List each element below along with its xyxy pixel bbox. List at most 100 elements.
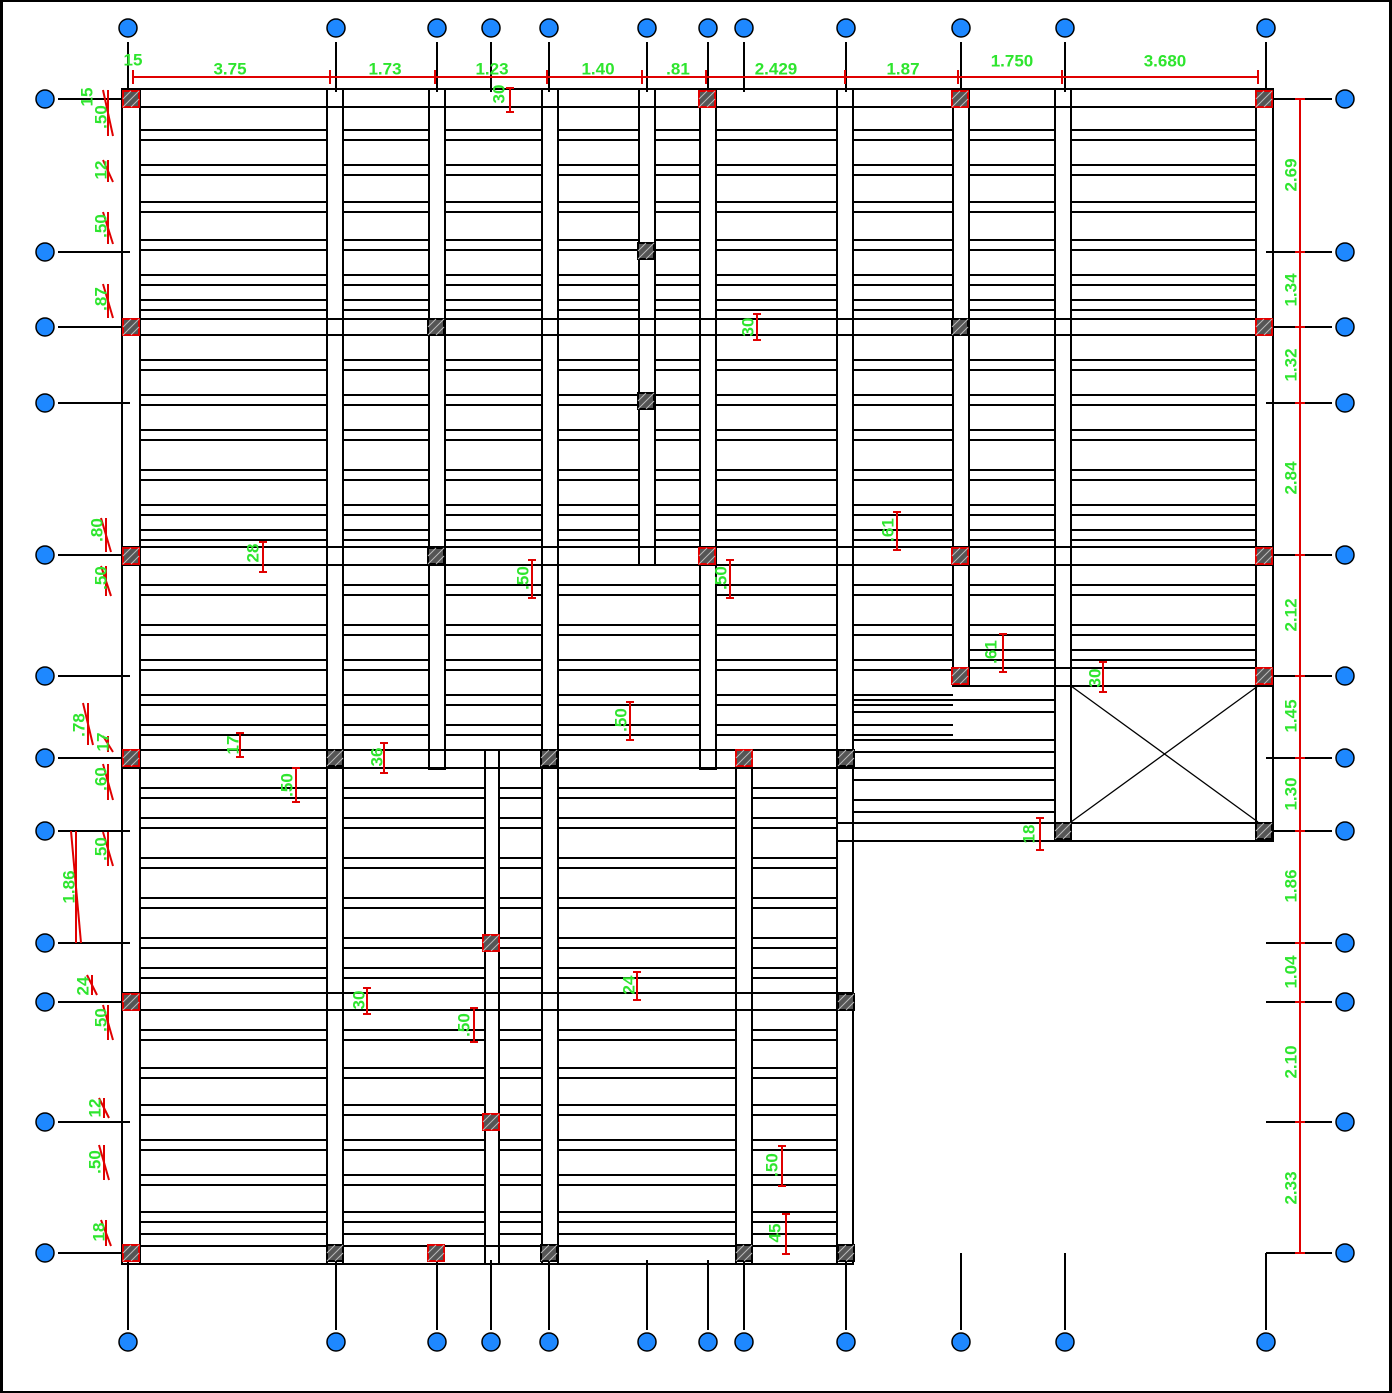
- dimension-label: 2.69: [1281, 158, 1300, 191]
- column: [122, 547, 140, 565]
- dimension-label: 24: [619, 975, 638, 994]
- grid-bubble: [951, 18, 971, 38]
- column: [637, 242, 655, 260]
- grid-bubble-circle: [951, 18, 971, 38]
- grid-bubble-circle: [698, 1332, 718, 1352]
- grid-bubble-circle: [326, 18, 346, 38]
- grid-bubble: [734, 18, 754, 38]
- dimension-label: 1.23: [475, 59, 508, 78]
- grid-bubble-circle: [836, 18, 856, 38]
- dimension-label: .50: [85, 1150, 104, 1174]
- grid-bubble-circle: [427, 1332, 447, 1352]
- column-hatch: [698, 90, 716, 108]
- dimension-label: .50: [91, 1008, 110, 1032]
- dimension-label: 2.429: [755, 59, 798, 78]
- columns: [122, 90, 1273, 1262]
- dimension-label: 1.86: [59, 870, 78, 903]
- dimension-label: .50: [611, 708, 630, 732]
- column-hatch: [1255, 667, 1273, 685]
- column-hatch: [951, 318, 969, 336]
- dimension-label: 28: [243, 544, 262, 563]
- grid-bubble-circle: [637, 18, 657, 38]
- dimension-label: 30: [1085, 669, 1104, 688]
- grid-bubble: [951, 1332, 971, 1352]
- column-hatch: [837, 1244, 855, 1262]
- column: [837, 993, 855, 1011]
- grid-bubble: [1335, 1112, 1355, 1132]
- beam-vertical-3: [541, 88, 559, 1265]
- dimension-label: 18: [1019, 825, 1038, 844]
- grid-bubble-circle: [1335, 242, 1355, 262]
- column-hatch: [326, 1244, 344, 1262]
- column: [1054, 822, 1072, 840]
- dimension-label: 1.73: [368, 59, 401, 78]
- column-hatch: [637, 242, 655, 260]
- grid-bubble: [539, 18, 559, 38]
- grid-bubble-circle: [1256, 1332, 1276, 1352]
- grid-bubble-circle: [1055, 1332, 1075, 1352]
- dimension-label: .50: [454, 1013, 473, 1037]
- grid-bubble: [1335, 748, 1355, 768]
- column-hatch: [637, 392, 655, 410]
- dimension-label: .87: [91, 287, 110, 311]
- dimension-label: 12: [91, 161, 110, 180]
- column: [122, 993, 140, 1011]
- column-hatch: [122, 90, 140, 108]
- dimension-tick: [100, 565, 112, 597]
- column-hatch: [951, 547, 969, 565]
- sheet-background: [3, 2, 1389, 1391]
- dimension-label: 1.32: [1281, 348, 1300, 381]
- column-hatch: [482, 1113, 500, 1131]
- grid-bubble: [637, 18, 657, 38]
- left-dimension-labels: 15.5012.50.87.80.50.7817.60.501.8624.501…: [59, 88, 112, 1242]
- dimension-label: 1.40: [581, 59, 614, 78]
- column-hatch: [540, 1244, 558, 1262]
- grid-bubble: [427, 18, 447, 38]
- dimension-label: 2.84: [1281, 461, 1300, 495]
- beam-vertical-1: [326, 88, 344, 1265]
- dimension-label: 30: [738, 318, 757, 337]
- grid-bubble: [1335, 933, 1355, 953]
- dimension-label: 1.04: [1281, 955, 1300, 989]
- grid-bubble: [35, 666, 55, 686]
- grid-bubble: [35, 1243, 55, 1263]
- dimension-tick: [102, 831, 114, 867]
- column-hatch: [122, 547, 140, 565]
- dimension-label: 1.86: [1281, 869, 1300, 902]
- grid-bubble-circle: [698, 18, 718, 38]
- dimension-label: .50: [513, 566, 532, 590]
- column-hatch: [122, 318, 140, 336]
- grid-bubble: [1335, 666, 1355, 686]
- column-hatch: [122, 749, 140, 767]
- dimension-label: .78: [69, 713, 88, 737]
- grid-bubble-circle: [35, 992, 55, 1012]
- dimension-tick: [70, 830, 82, 944]
- dimension-label: 2.12: [1281, 598, 1300, 631]
- column-hatch: [482, 934, 500, 952]
- grid-bubble: [1335, 242, 1355, 262]
- column: [1255, 547, 1273, 565]
- dimension-label: .50: [91, 214, 110, 238]
- column-hatch: [951, 90, 969, 108]
- dimension-label: 2.33: [1281, 1171, 1300, 1204]
- column-hatch: [735, 749, 753, 767]
- grid-bubble: [35, 317, 55, 337]
- grid-bubble: [1335, 393, 1355, 413]
- dimension-label: 30: [489, 85, 508, 104]
- grid-bubble-circle: [35, 666, 55, 686]
- grid-bubble: [35, 933, 55, 953]
- column: [540, 1244, 558, 1262]
- grid-bubble: [698, 1332, 718, 1352]
- column: [951, 318, 969, 336]
- grid-bubble-circle: [539, 18, 559, 38]
- dimension-tick: [82, 702, 94, 746]
- column-hatch: [122, 993, 140, 1011]
- grid-bubble: [637, 1332, 657, 1352]
- column-hatch: [951, 667, 969, 685]
- dimension-tick: [100, 1219, 112, 1247]
- grid-bubble: [1256, 18, 1276, 38]
- column: [698, 547, 716, 565]
- grid-bubble-circle: [35, 242, 55, 262]
- dimension-tick: [98, 1144, 110, 1181]
